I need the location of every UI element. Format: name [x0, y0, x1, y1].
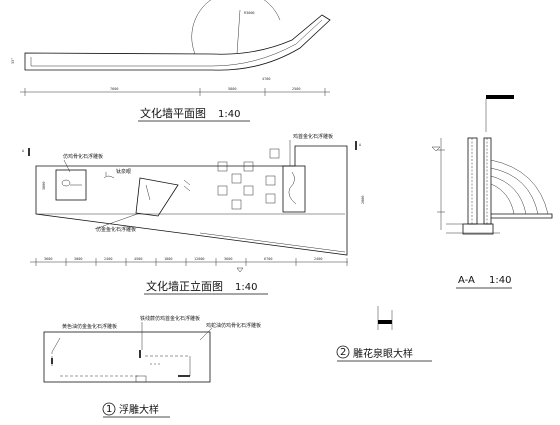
elevation-wall-outline: [35, 145, 348, 256]
panel-left: [55, 169, 87, 201]
elevation-dim-9: 2400: [314, 257, 322, 261]
elevation-height-1: 3000: [42, 182, 46, 190]
note-leader: [63, 159, 71, 173]
elevation-dim-3: 2400: [104, 257, 112, 261]
elevation-tile-grid: [217, 148, 280, 210]
plan-pool-arc: [191, 0, 281, 55]
section-water-arc-2: [490, 167, 539, 215]
panel-middle: [135, 177, 179, 217]
detail-relief: 黄色油仿金鱼化石浮雕板 铁线蕨仿鸡首金化石浮雕板 鸡蛇油仿鸡骨化石浮雕板 1 浮…: [43, 315, 261, 418]
section-view: A-A 1:40: [431, 95, 553, 289]
note-3: 钛泉眼: [116, 168, 131, 175]
note-leader: [199, 327, 213, 341]
plan-scale: 1:40: [218, 109, 240, 120]
plan-radius-line: [236, 9, 241, 55]
section-post-left: [467, 137, 478, 225]
plan-dim-a: 7600: [110, 87, 118, 91]
section-title: A-A: [458, 275, 475, 286]
section-post-right: [483, 137, 492, 225]
plan-dim-b: 5800: [228, 87, 236, 91]
plan-radius-label: R3000: [244, 11, 255, 15]
note-5: 铁线蕨仿鸡首金化石浮雕板: [140, 315, 200, 322]
elevation-height-2: 2000: [361, 196, 365, 204]
detail1-number: 1: [106, 404, 112, 415]
elevation-title: 文化墙正立面图: [146, 279, 223, 293]
level-marker: [236, 267, 244, 273]
section-water-arc-4: [490, 183, 515, 215]
plan-dim-d: 4700: [262, 77, 270, 81]
elevation-dim-7: 3600: [224, 257, 232, 261]
section-scale: 1:40: [489, 275, 511, 286]
note-7: 鸡蛇油仿鸡骨化石浮雕板: [206, 322, 261, 329]
section-topmark: [486, 95, 514, 99]
panel-middle-detail: [145, 184, 151, 201]
elevation-view: A A 仿鸡骨化石: [22, 133, 365, 295]
section-water-arc-3: [490, 175, 527, 215]
section-mark-left-label: A: [22, 149, 25, 153]
elevation-scale: 1:40: [235, 282, 257, 293]
elevation-dim-8: 6700: [264, 257, 272, 261]
note-6: 黄色油仿金鱼化石浮雕板: [62, 323, 117, 330]
note-leader: [94, 212, 141, 230]
plan-view: R3000 7600 5800 2500 4700 35° 文化墙平面图 1:4…: [11, 0, 331, 122]
note-1: 仿鸡骨化石浮雕板: [63, 153, 103, 160]
elevation-dim-2: 3000: [74, 257, 82, 261]
plan-dim-f: 35°: [11, 58, 15, 64]
detail2-number-circle: [336, 345, 350, 359]
plan-wall-inner: [30, 19, 323, 67]
spout-pipe-fill: [378, 320, 392, 324]
section-mark-right-label: A: [359, 143, 362, 147]
elevation-slope-line: [199, 232, 346, 253]
note-leader: [51, 337, 61, 353]
detail1-number-circle: [102, 402, 116, 416]
detail2-number: 2: [340, 347, 346, 358]
section-water-arc-1: [490, 159, 549, 215]
note-4: 仿金鱼化石浮雕板: [96, 226, 136, 233]
fountain-spout: [103, 175, 115, 179]
panel-right-fossil: [288, 171, 297, 205]
elevation-dim-5: 1800: [164, 257, 172, 261]
elevation-dim-ticks: [35, 258, 348, 266]
elevation-dim-6: 12000: [194, 257, 205, 261]
section-level-marker: [431, 146, 441, 152]
detail2-title: 雕花泉眼大样: [353, 347, 413, 360]
plan-wall-outline: [24, 14, 331, 71]
detail-spout: 2 雕花泉眼大样: [336, 306, 432, 362]
panel-middle-marks: [183, 179, 191, 192]
plan-dim-c: 2500: [292, 87, 300, 91]
panel-left-fossil: [61, 179, 71, 187]
detail1-title: 浮雕大样: [119, 403, 159, 416]
section-footing: [462, 223, 494, 235]
relief-base-block: [135, 375, 147, 383]
note-2: 鸡首金化石浮雕板: [293, 133, 333, 140]
elevation-dim-1: 3600: [44, 257, 52, 261]
panel-right: [282, 165, 306, 213]
plan-title: 文化墙平面图: [140, 106, 206, 120]
section-basin: [491, 213, 553, 219]
relief-outline: [43, 331, 211, 383]
elevation-dim-4: 4500: [134, 257, 142, 261]
